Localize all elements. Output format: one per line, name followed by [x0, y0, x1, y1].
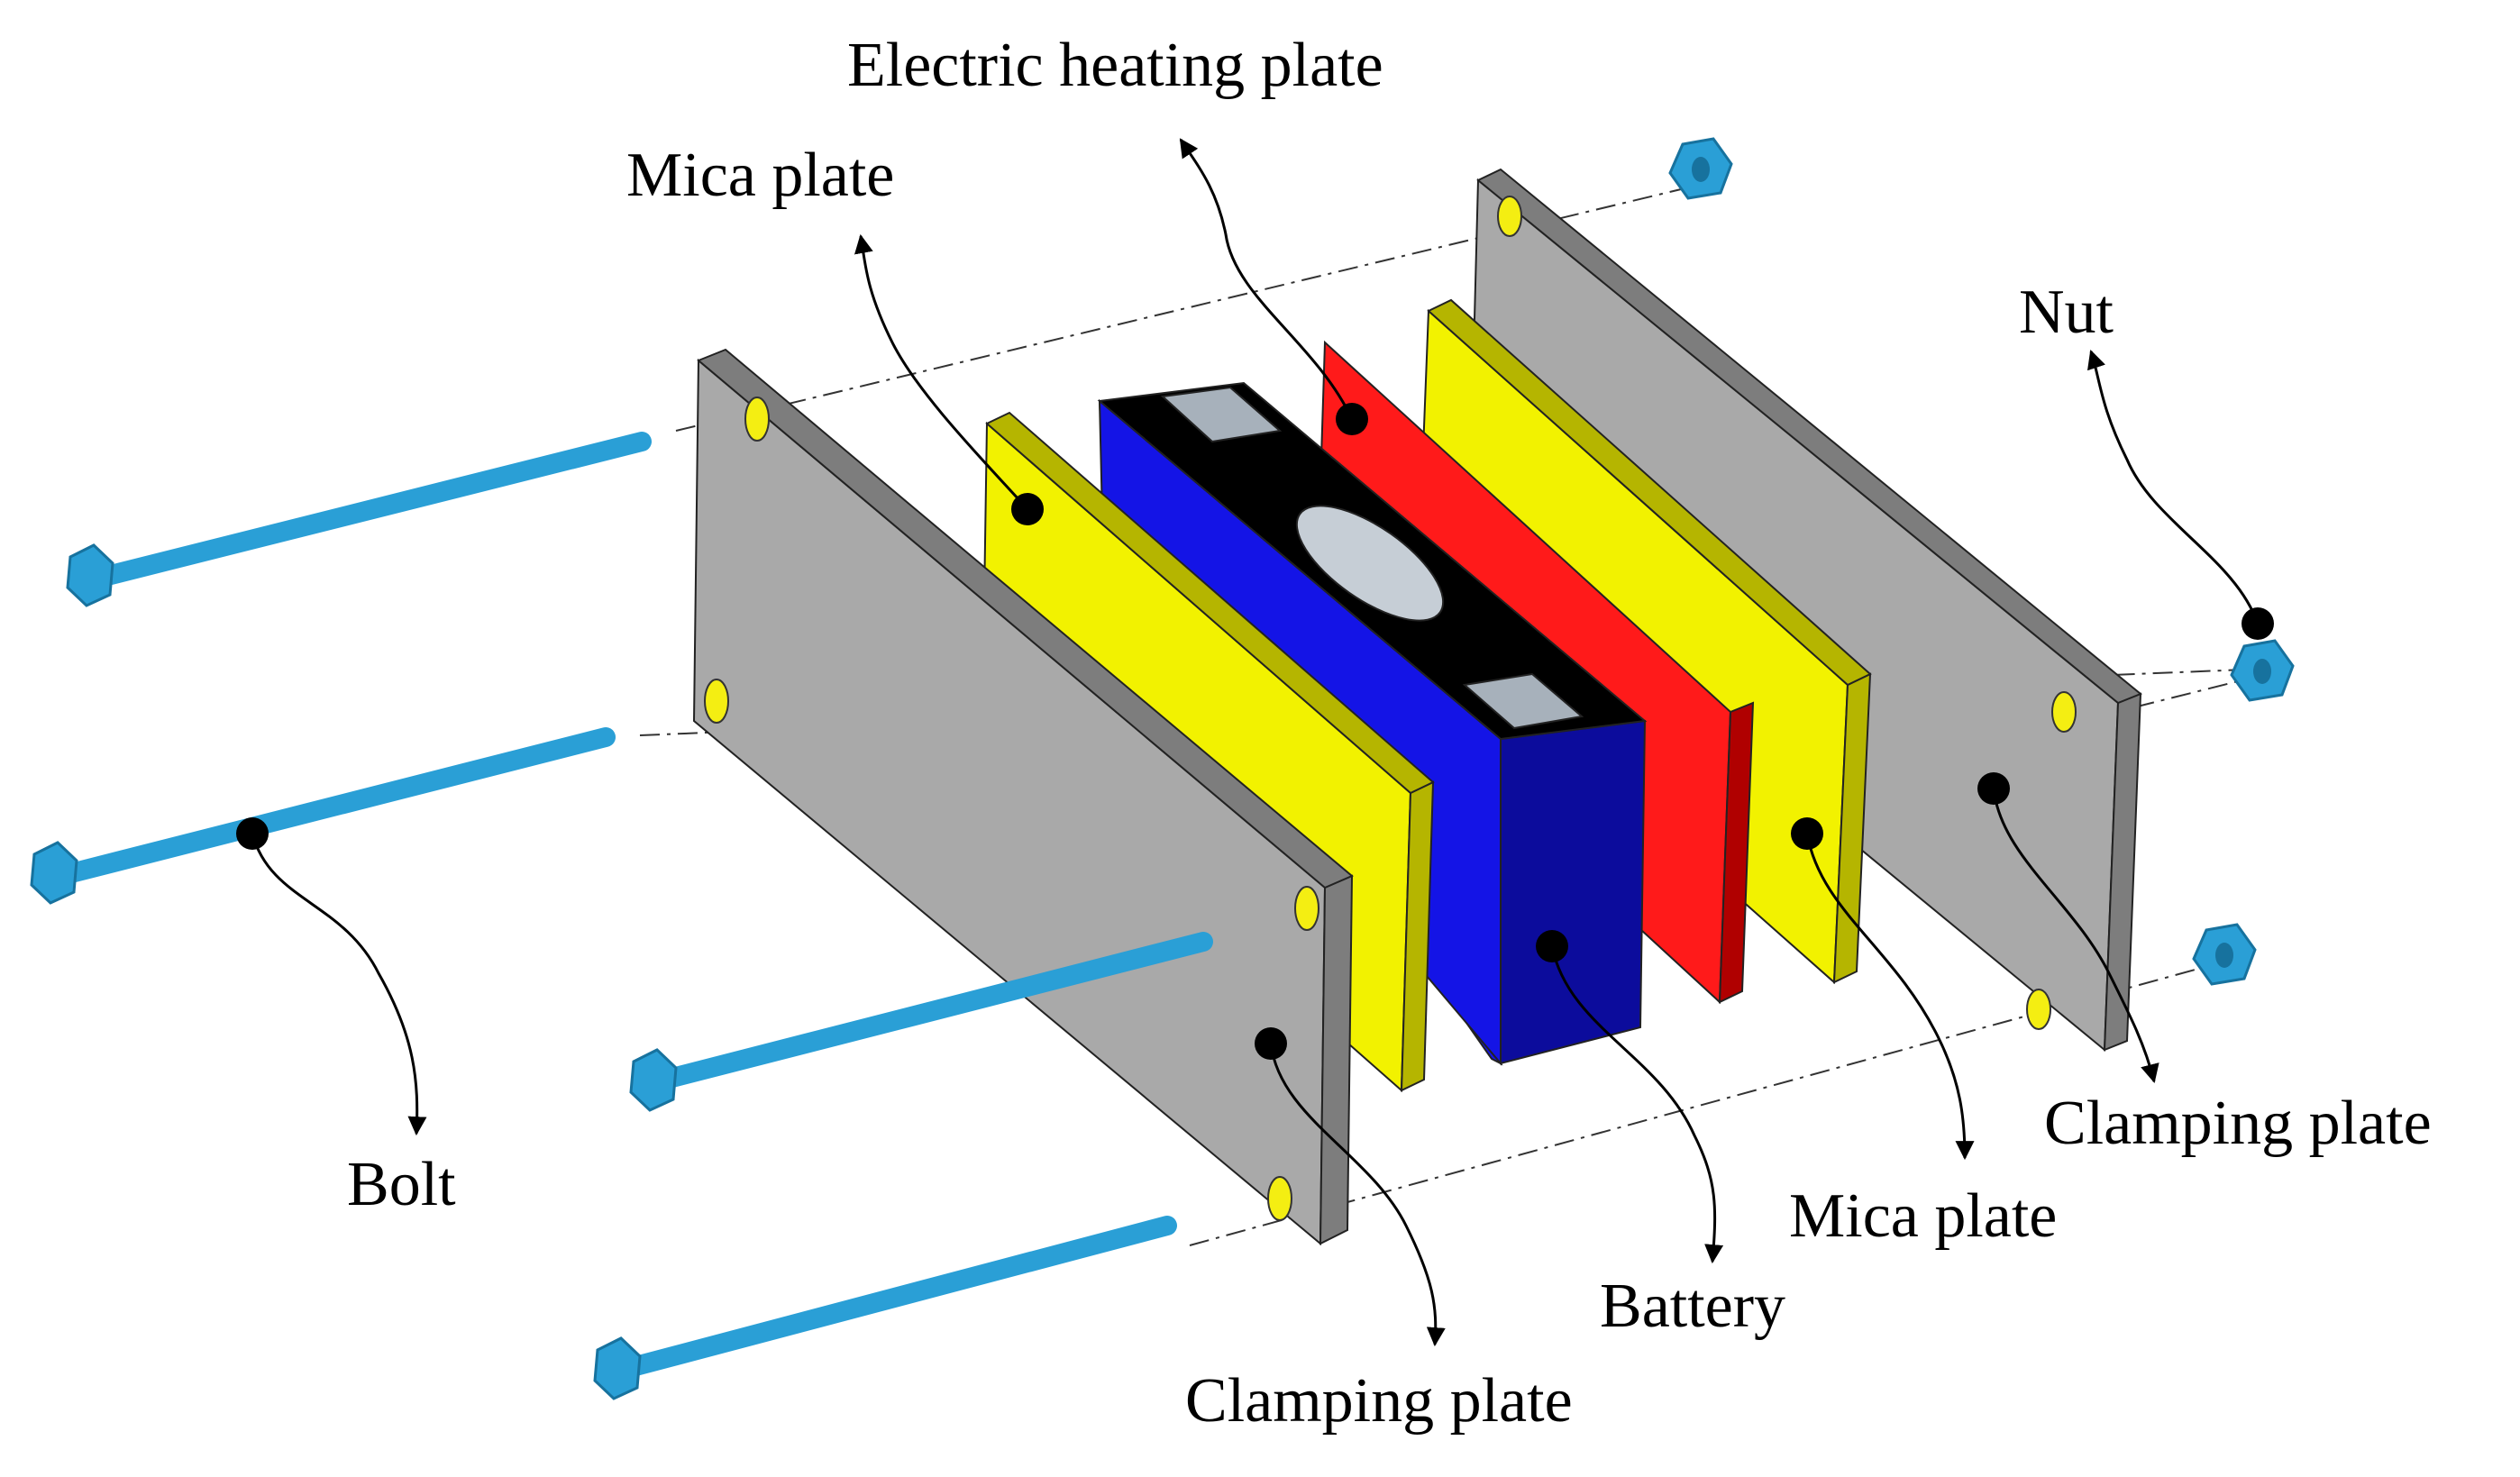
callout-dot-icon	[1255, 1027, 1287, 1060]
nut-icon	[2192, 923, 2257, 986]
callout-arrow-icon	[854, 233, 1029, 510]
bolt-icon	[629, 1048, 678, 1112]
callout-arrow-icon	[2087, 350, 2260, 625]
label-battery: Battery	[1600, 1272, 1786, 1341]
callout-arrows	[251, 138, 2260, 1347]
callout-dot-icon	[2242, 607, 2274, 640]
bolt-mid-left	[58, 727, 616, 884]
bolt-icon	[593, 1336, 642, 1400]
callout-arrow-icon	[1992, 788, 2159, 1084]
nut-icon	[2230, 639, 2295, 702]
label-clamping-plate-right: Clamping plate	[2044, 1089, 2432, 1158]
label-clamping-plate-bottom: Clamping plate	[1185, 1366, 1573, 1436]
callout-arrow-icon	[251, 833, 427, 1136]
plate-hole	[744, 397, 770, 442]
bolt-upper-left	[94, 432, 652, 587]
plate-hole	[2026, 989, 2051, 1030]
callout-dot-icon	[1536, 930, 1568, 962]
bolt-icon	[30, 841, 78, 905]
callout-dot-icon	[236, 817, 269, 850]
clamping-plate-front	[692, 348, 1354, 1246]
callout-dot-icon	[1336, 403, 1368, 435]
plate-hole	[1267, 1176, 1292, 1221]
battery-vent	[1295, 505, 1445, 622]
callout-dots	[236, 403, 2274, 1060]
callout-arrow-icon	[1550, 945, 1724, 1264]
callout-dot-icon	[1977, 772, 2010, 805]
plate-hole	[2051, 691, 2077, 733]
plate-hole	[1294, 886, 1319, 931]
plate-hole	[1497, 196, 1522, 237]
nut-icon	[1668, 137, 1733, 200]
label-nut: Nut	[2019, 278, 2114, 347]
label-electric-heating-plate: Electric heating plate	[847, 31, 1383, 100]
callout-dot-icon	[1791, 817, 1823, 850]
battery-terminal	[1462, 672, 1584, 730]
callout-arrow-icon	[1805, 833, 1975, 1161]
bolt-icon	[66, 543, 114, 607]
battery-terminal	[1160, 386, 1283, 443]
bolt-bottom-left	[612, 1216, 1177, 1380]
plate-hole	[704, 679, 729, 724]
callout-arrow-icon	[1269, 1043, 1446, 1347]
label-mica-plate-bottom: Mica plate	[1789, 1181, 2058, 1251]
label-mica-plate-top: Mica plate	[626, 141, 895, 210]
bolt-lower-left	[648, 932, 1213, 1091]
callout-dot-icon	[1011, 493, 1044, 525]
callout-arrow-icon	[1179, 138, 1354, 420]
label-bolt: Bolt	[347, 1150, 456, 1219]
